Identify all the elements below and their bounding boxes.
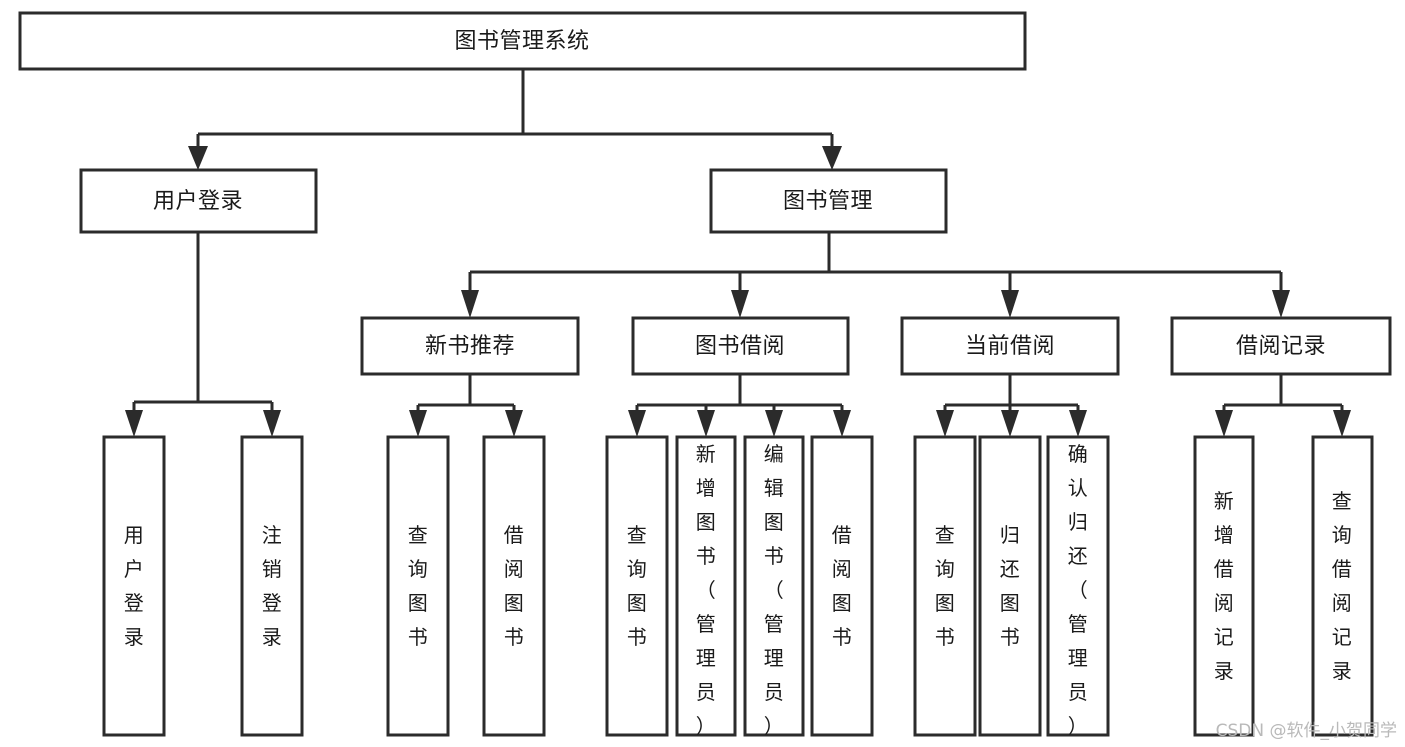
node-book-borrow-label: 图书借阅 xyxy=(695,334,785,359)
node-current-borrow-label: 当前借阅 xyxy=(965,334,1055,359)
node-leaf-query-book-borrow[interactable]: 查询图书 xyxy=(605,435,669,737)
node-new-book-rec[interactable]: 新书推荐 xyxy=(360,316,580,376)
node-root-box[interactable] xyxy=(18,11,1027,71)
node-borrow-record[interactable]: 借阅记录 xyxy=(1170,316,1392,376)
node-leaf-edit-book-box[interactable] xyxy=(743,435,805,737)
arrow-to-leaf-query-book-cur xyxy=(936,410,954,437)
node-book-manage-label: 图书管理 xyxy=(783,189,873,214)
arrow-to-leaf-edit-book xyxy=(765,410,783,437)
arrow-root-to-user-login xyxy=(188,146,208,170)
arrow-to-leaf-query-book-borrow xyxy=(628,410,646,437)
node-leaf-return-book-box[interactable] xyxy=(978,435,1042,737)
node-leaf-query-book-rec-label: 查询图书 xyxy=(408,523,429,649)
node-leaf-query-book-cur-label: 查询图书 xyxy=(935,523,956,649)
node-leaf-add-book[interactable]: 新增图书（管理员） xyxy=(675,435,737,738)
arrow-to-leaf-add-book xyxy=(697,410,715,437)
arrow-to-new-book-rec xyxy=(461,290,479,318)
node-current-borrow-box[interactable] xyxy=(900,316,1120,376)
node-leaf-borrow-book[interactable]: 借阅图书 xyxy=(810,435,874,737)
arrow-to-leaf-borrow-book xyxy=(833,410,851,437)
node-leaf-confirm-return-box[interactable] xyxy=(1046,435,1110,737)
node-leaf-borrow-book-rec-box[interactable] xyxy=(482,435,546,737)
arrow-to-borrow-record xyxy=(1272,290,1290,318)
node-leaf-user-login-label: 用户登录 xyxy=(124,523,145,649)
node-leaf-user-login-box[interactable] xyxy=(102,435,166,737)
node-leaf-borrow-book-label: 借阅图书 xyxy=(832,523,853,649)
arrow-to-leaf-query-borrow-record xyxy=(1333,410,1351,437)
node-book-borrow[interactable]: 图书借阅 xyxy=(631,316,850,376)
node-root-label: 图书管理系统 xyxy=(454,29,589,54)
node-leaf-user-logout[interactable]: 注销登录 xyxy=(240,435,304,737)
node-leaf-user-login[interactable]: 用户登录 xyxy=(102,435,166,737)
node-leaf-user-logout-box[interactable] xyxy=(240,435,304,737)
node-leaf-add-book-label: 新增图书（管理员） xyxy=(696,442,717,738)
node-leaf-query-book-cur-box[interactable] xyxy=(913,435,977,737)
node-leaf-borrow-book-box[interactable] xyxy=(810,435,874,737)
node-root[interactable]: 图书管理系统 xyxy=(18,11,1027,71)
node-leaf-query-book-rec-box[interactable] xyxy=(386,435,450,737)
arrow-to-leaf-return-book xyxy=(1001,410,1019,437)
node-user-login-label: 用户登录 xyxy=(153,189,243,214)
node-leaf-query-book-borrow-box[interactable] xyxy=(605,435,669,737)
node-leaf-add-book-box[interactable] xyxy=(675,435,737,737)
arrow-to-leaf-user-login xyxy=(125,410,143,437)
node-user-login-box[interactable] xyxy=(79,168,318,234)
arrow-to-leaf-confirm-return xyxy=(1069,410,1087,437)
arrow-to-book-borrow xyxy=(731,290,749,318)
node-leaf-query-book-borrow-label: 查询图书 xyxy=(627,523,648,649)
arrow-to-leaf-borrow-book-rec xyxy=(505,410,523,437)
node-borrow-record-box[interactable] xyxy=(1170,316,1392,376)
arrow-to-leaf-add-borrow-record xyxy=(1215,410,1233,437)
node-book-manage[interactable]: 图书管理 xyxy=(709,168,948,234)
node-user-login[interactable]: 用户登录 xyxy=(79,168,318,234)
node-leaf-user-logout-label: 注销登录 xyxy=(262,523,283,649)
node-book-manage-box[interactable] xyxy=(709,168,948,234)
node-leaf-query-book-cur[interactable]: 查询图书 xyxy=(913,435,977,737)
node-leaf-add-borrow-record-label: 新增借阅记录 xyxy=(1214,489,1235,683)
node-leaf-query-borrow-record-label: 查询借阅记录 xyxy=(1332,489,1353,683)
node-borrow-record-label: 借阅记录 xyxy=(1236,334,1326,359)
node-leaf-return-book[interactable]: 归还图书 xyxy=(978,435,1042,737)
node-leaf-borrow-book-rec[interactable]: 借阅图书 xyxy=(482,435,546,737)
node-leaf-edit-book[interactable]: 编辑图书（管理员） xyxy=(743,435,805,738)
node-leaf-query-book-rec[interactable]: 查询图书 xyxy=(386,435,450,737)
arrow-to-leaf-user-logout xyxy=(263,410,281,437)
node-leaf-query-borrow-record[interactable]: 查询借阅记录 xyxy=(1311,435,1374,737)
node-book-borrow-box[interactable] xyxy=(631,316,850,376)
node-leaf-confirm-return[interactable]: 确认归还（管理员） xyxy=(1046,435,1110,738)
node-leaf-confirm-return-label: 确认归还（管理员） xyxy=(1068,442,1089,738)
node-new-book-rec-box[interactable] xyxy=(360,316,580,376)
watermark-text: CSDN @软件_小贺同学 xyxy=(1215,721,1397,741)
arrow-to-current-borrow xyxy=(1001,290,1019,318)
arrow-root-to-book-manage xyxy=(822,146,842,170)
node-new-book-rec-label: 新书推荐 xyxy=(425,334,515,359)
node-leaf-add-borrow-record[interactable]: 新增借阅记录 xyxy=(1193,435,1255,737)
node-leaf-edit-book-label: 编辑图书（管理员） xyxy=(764,442,785,738)
nodes-layer: 图书管理系统 用户登录 图书管理 新书推荐 图书借阅 xyxy=(18,11,1392,738)
node-leaf-add-borrow-record-box[interactable] xyxy=(1193,435,1255,737)
node-leaf-borrow-book-rec-label: 借阅图书 xyxy=(504,523,525,649)
arrow-to-leaf-query-book-rec xyxy=(409,410,427,437)
node-current-borrow[interactable]: 当前借阅 xyxy=(900,316,1120,376)
node-leaf-query-borrow-record-box[interactable] xyxy=(1311,435,1374,737)
node-leaf-return-book-label: 归还图书 xyxy=(1000,523,1021,649)
edges-layer xyxy=(125,69,1351,437)
